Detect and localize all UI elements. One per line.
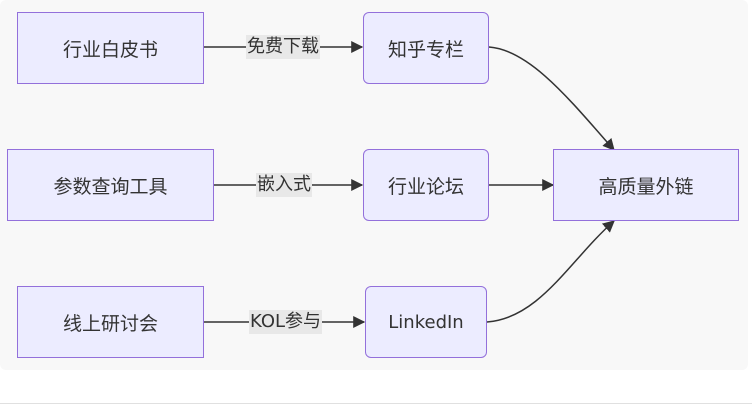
edge-zhihu-to-backlinks [488, 46, 615, 151]
edge-label-embedded: 嵌入式 [256, 173, 312, 197]
edge-linkedin-to-backlinks [486, 220, 615, 323]
node-whitepaper-label: 行业白皮书 [62, 38, 158, 61]
node-whitepaper: 行业白皮书 [17, 12, 204, 84]
node-backlinks: 高质量外链 [553, 149, 739, 221]
node-webinar: 线上研讨会 [17, 286, 204, 358]
node-param-tool: 参数查询工具 [7, 149, 214, 221]
node-backlinks-label: 高质量外链 [598, 175, 694, 198]
node-param-tool-label: 参数查询工具 [53, 175, 168, 198]
node-forum: 行业论坛 [363, 149, 489, 221]
node-forum-label: 行业论坛 [387, 175, 464, 198]
node-linkedin-label: LinkedIn [388, 311, 464, 333]
bottom-divider [0, 403, 752, 404]
node-webinar-label: 线上研讨会 [62, 312, 158, 335]
node-zhihu: 知乎专栏 [363, 12, 489, 84]
node-zhihu-label: 知乎专栏 [387, 38, 464, 61]
edge-label-kol: KOL参与 [249, 310, 323, 334]
edge-label-free-download: 免费下载 [246, 35, 320, 59]
node-linkedin: LinkedIn [365, 286, 487, 358]
